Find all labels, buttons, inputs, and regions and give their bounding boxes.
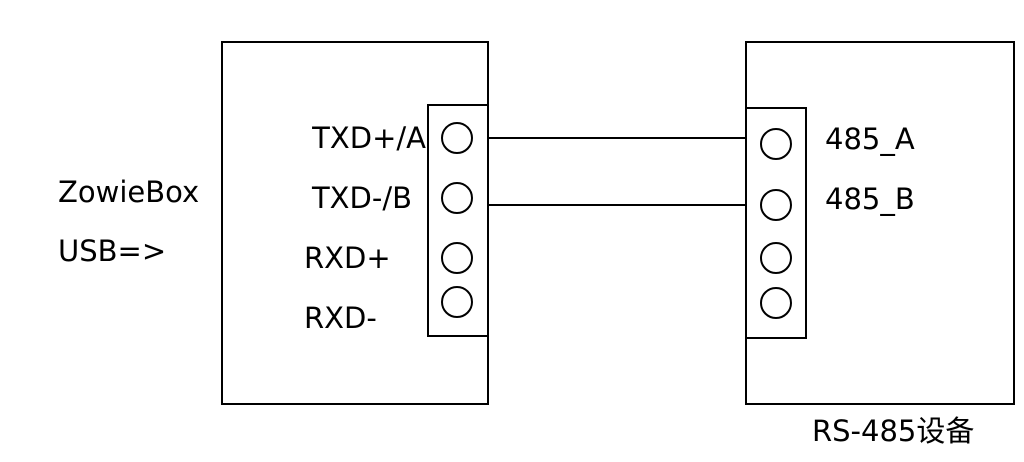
zowiebox-terminal-1 bbox=[441, 122, 473, 154]
zowiebox-terminal-2 bbox=[441, 182, 473, 214]
rs485-terminal-1 bbox=[760, 128, 792, 160]
pin-label-txd-plus: TXD+/A bbox=[312, 121, 426, 155]
pin-label-485-a: 485_A bbox=[825, 122, 915, 156]
device-name-line1: ZowieBox bbox=[58, 175, 200, 209]
pin-label-rxd-plus: RXD+ bbox=[304, 241, 391, 275]
zowiebox-terminal-3 bbox=[441, 242, 473, 274]
device-name-line2: USB=> bbox=[58, 234, 167, 268]
pin-label-txd-minus: TXD-/B bbox=[311, 181, 412, 215]
rs485-device-caption: RS-485设备 bbox=[812, 414, 975, 448]
pin-label-485-b: 485_B bbox=[825, 182, 915, 216]
zowiebox-terminal-4 bbox=[441, 286, 473, 318]
pin-label-rxd-minus: RXD- bbox=[304, 301, 377, 335]
rs485-terminal-2 bbox=[760, 189, 792, 221]
rs485-terminal-4 bbox=[760, 287, 792, 319]
rs485-terminal-3 bbox=[760, 242, 792, 274]
